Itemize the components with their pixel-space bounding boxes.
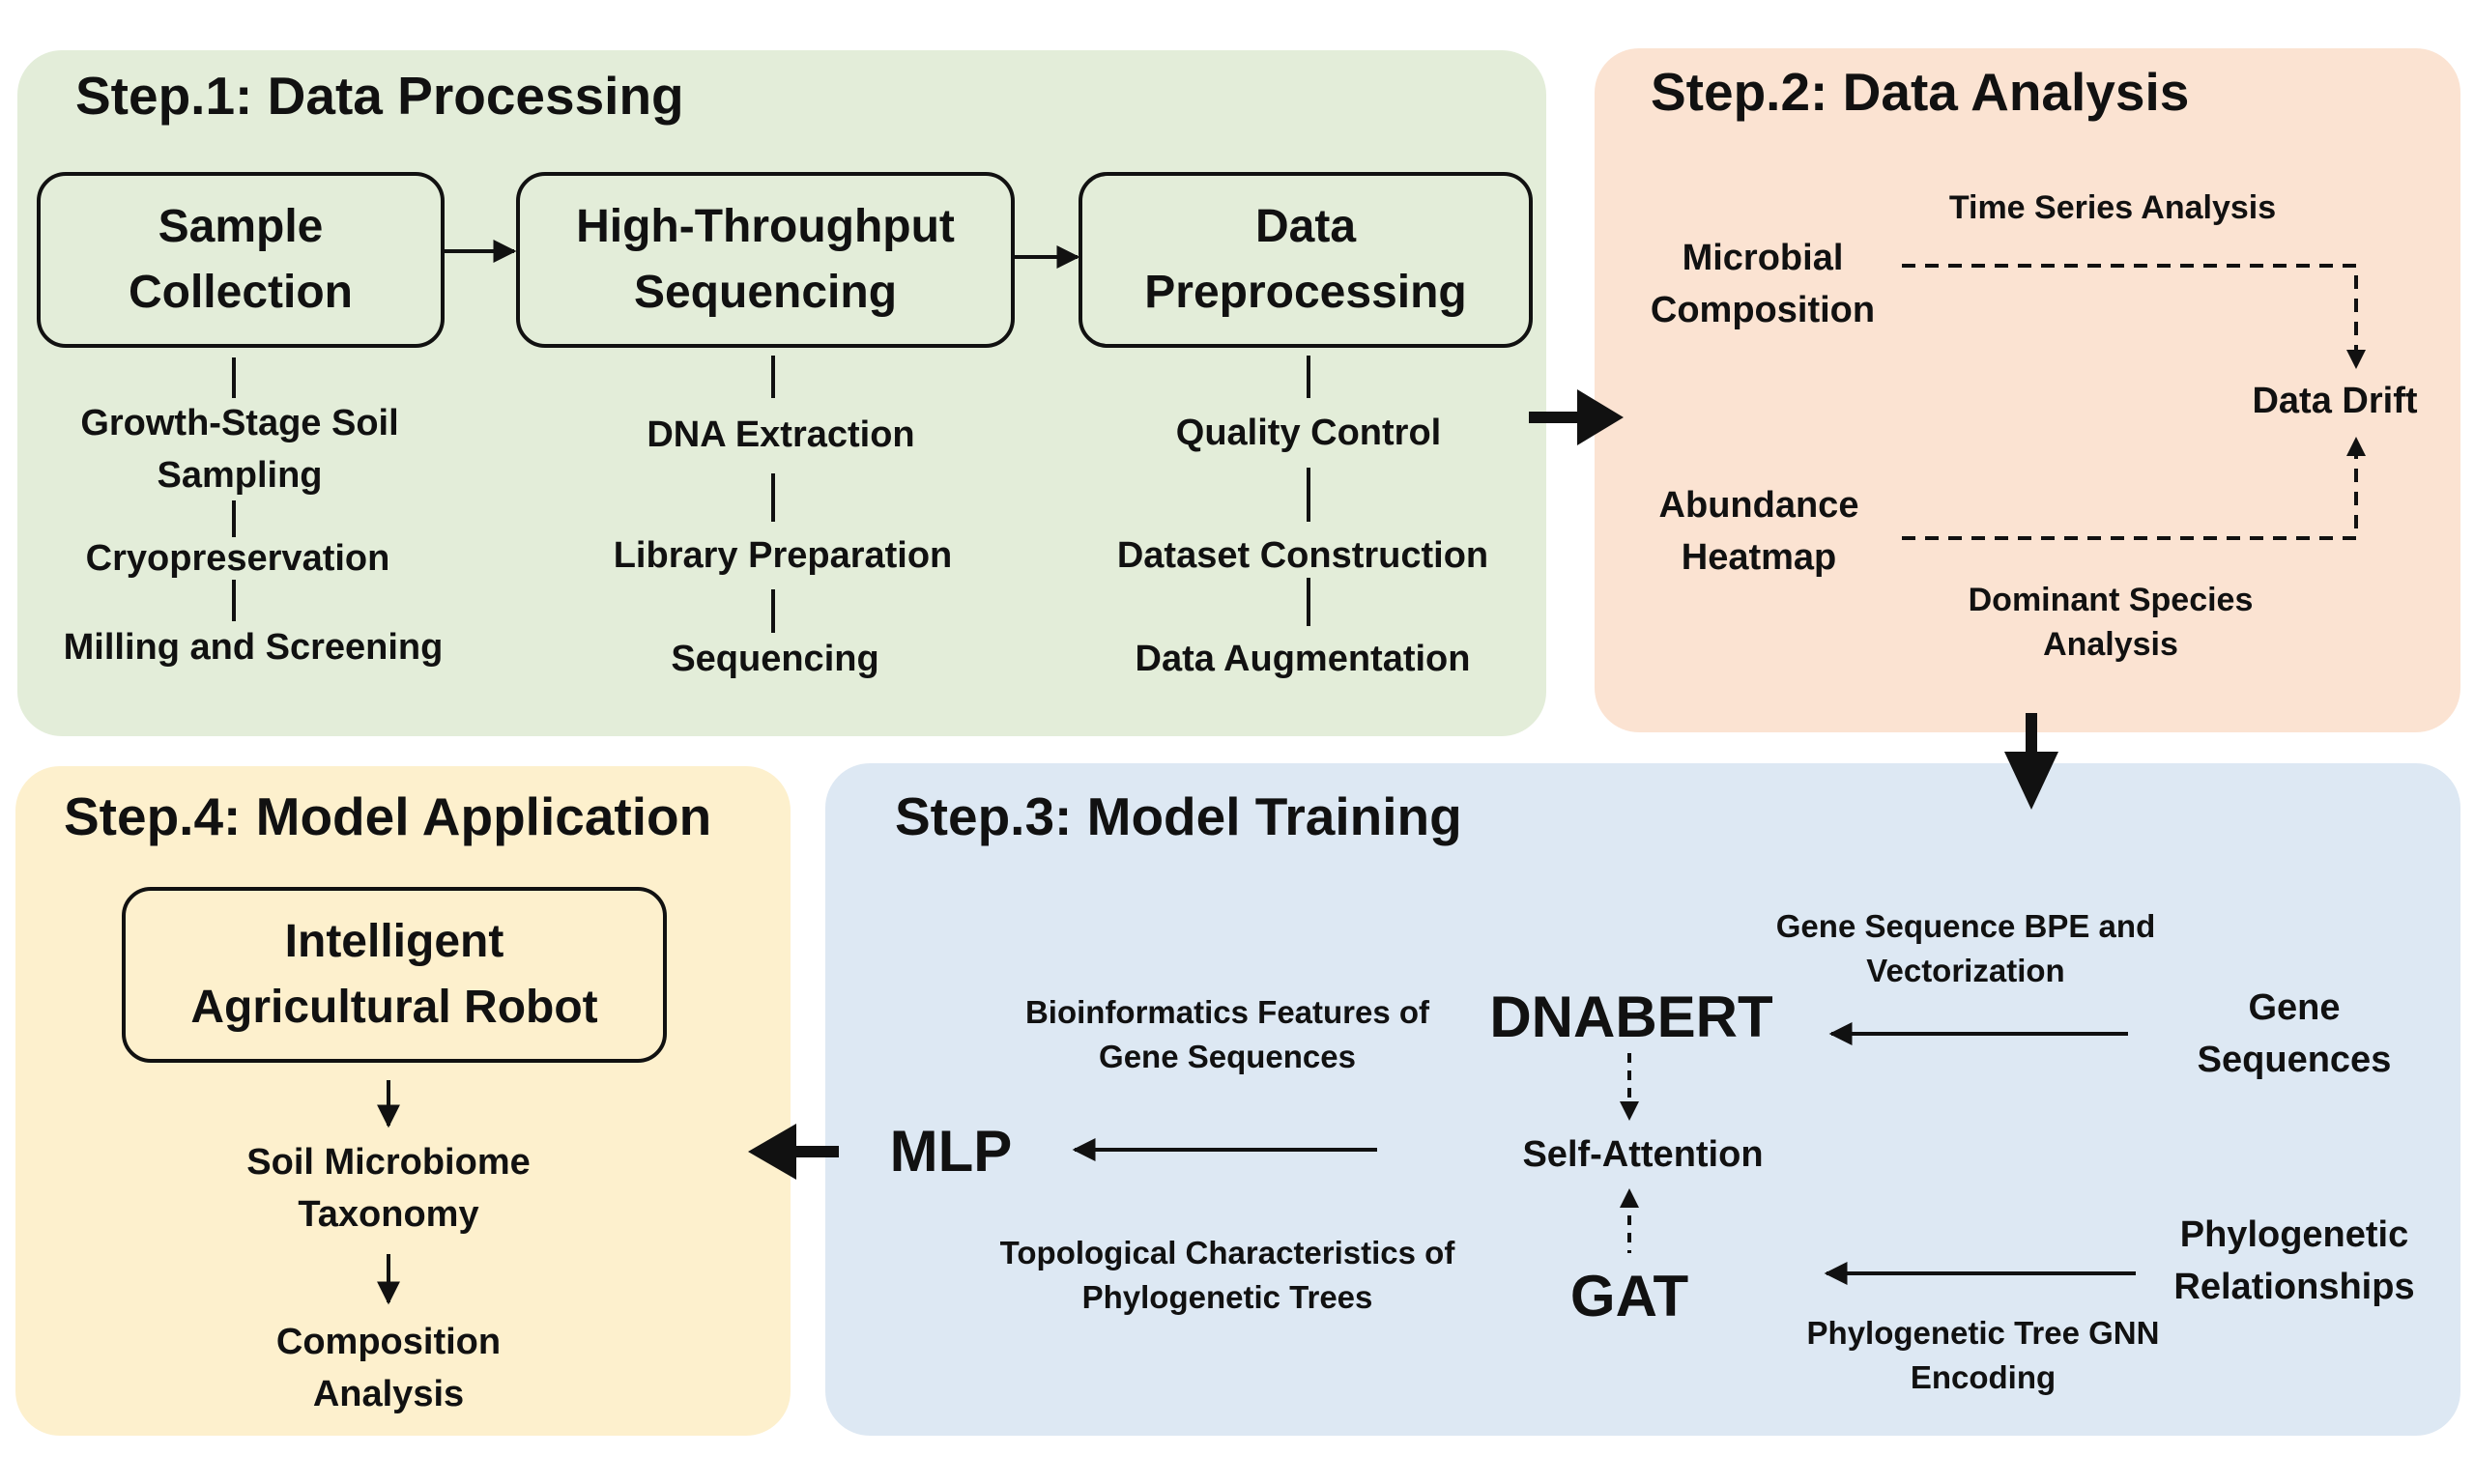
arrowhead-gat-to-attention [1620, 1188, 1639, 1208]
step1-separators [232, 356, 1310, 633]
gene-sequences-label: Gene Sequences [2197, 987, 2392, 1080]
arrowhead-dnabert-to-attention [1620, 1101, 1639, 1121]
item-dataset-construction: Dataset Construction [1116, 535, 1489, 576]
item-quality-control: Quality Control [1175, 413, 1442, 453]
self-attention-label: Self-Attention [1522, 1134, 1764, 1175]
item-milling-screening: Milling and Screening [63, 627, 444, 668]
item-cryopreservation: Cryopreservation [85, 538, 390, 579]
step2-title: Step.2: Data Analysis [1651, 62, 2190, 122]
item-sequencing: Sequencing [671, 639, 879, 679]
item-growth-stage-sampling: Growth-Stage Soil Sampling [80, 403, 399, 496]
sample-collection-box: Sample Collection [37, 172, 445, 348]
phylo-relationships-label: Phylogenetic Relationships [2173, 1214, 2415, 1307]
dominant-species-label: Dominant Species Analysis [1968, 582, 2254, 663]
data-drift-label: Data Drift [2252, 381, 2418, 421]
robot-label: Intelligent Agricultural Robot [190, 916, 598, 1033]
abundance-heatmap-label: Abundance Heatmap [1658, 485, 1859, 578]
mlp-label: MLP [889, 1119, 1013, 1184]
step2-dashed-paths [1902, 264, 2358, 540]
arrow-step3-to-step4 [748, 1124, 839, 1180]
arrowhead-down-data-drift [2346, 350, 2366, 369]
taxonomy-label: Soil Microbiome Taxonomy [246, 1142, 531, 1235]
sequencing-box: High-Throughput Sequencing [516, 172, 1015, 348]
sequencing-label: High-Throughput Sequencing [576, 201, 955, 318]
item-data-augmentation: Data Augmentation [1135, 639, 1471, 679]
topo-features-label: Topological Characteristics of Phylogene… [999, 1235, 1455, 1315]
preprocessing-label: Data Preprocessing [1144, 201, 1467, 318]
microbial-composition-label: Microbial Composition [1650, 238, 1876, 330]
item-dna-extraction: DNA Extraction [647, 414, 915, 455]
arrow-step2-to-step3 [2004, 713, 2058, 810]
step2-panel [1595, 48, 2460, 732]
bio-features-label: Bioinformatics Features of Gene Sequence… [1024, 994, 1430, 1074]
step1-title: Step.1: Data Processing [75, 66, 684, 126]
step3-title: Step.3: Model Training [895, 786, 1462, 846]
item-library-preparation: Library Preparation [613, 535, 953, 576]
gat-label: GAT [1569, 1264, 1689, 1328]
step3-panel [825, 763, 2460, 1436]
dnabert-label: DNABERT [1489, 985, 1773, 1049]
gnn-encoding-label: Phylogenetic Tree GNN Encoding [1806, 1315, 2160, 1395]
robot-box: Intelligent Agricultural Robot [122, 887, 667, 1063]
bpe-vectorization-label: Gene Sequence BPE and Vectorization [1775, 908, 2156, 988]
arrowhead-up-data-drift [2346, 437, 2366, 456]
step4-panel [15, 766, 791, 1436]
time-series-label: Time Series Analysis [1948, 189, 2277, 226]
step1-panel [17, 50, 1546, 736]
preprocessing-box: Data Preprocessing [1079, 172, 1533, 348]
composition-label: Composition Analysis [275, 1322, 502, 1414]
sample-collection-label: Sample Collection [128, 201, 353, 318]
step4-title: Step.4: Model Application [64, 786, 712, 846]
arrow-step1-to-step2 [1529, 389, 1624, 445]
